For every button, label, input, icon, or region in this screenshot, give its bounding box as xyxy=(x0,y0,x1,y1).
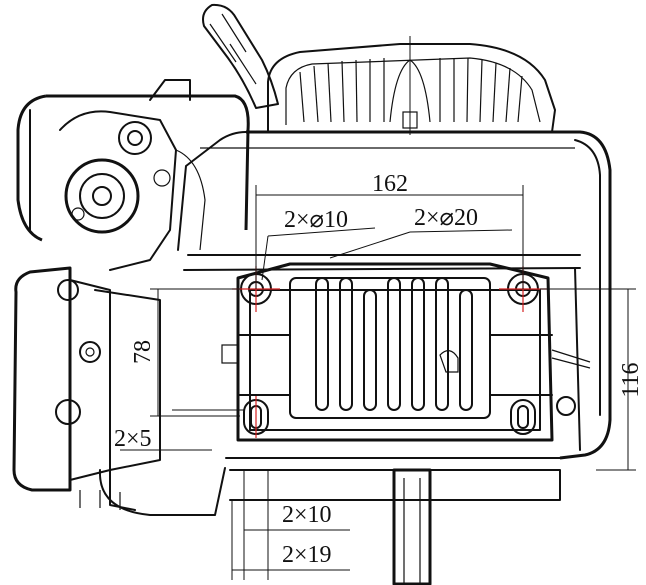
dimension-lines xyxy=(120,36,636,580)
carburettor-assembly xyxy=(16,79,250,271)
dim-slot-b-label: 2×19 xyxy=(282,542,332,568)
dim-78-label: 78 xyxy=(130,340,156,364)
dim-small-holes-label: 2×⌀10 xyxy=(284,207,348,233)
sump-fins xyxy=(315,277,473,411)
dim-large-holes-label: 2×⌀20 xyxy=(414,205,478,231)
mount-slot-bottom-right xyxy=(510,399,536,435)
crankshaft xyxy=(392,468,432,585)
engine-body xyxy=(98,130,612,516)
dim-116-label: 116 xyxy=(618,362,644,397)
recoil-starter xyxy=(267,43,556,133)
muffler xyxy=(12,266,161,511)
mount-slot-bottom-left xyxy=(243,396,269,438)
dim-slot-a-label: 2×10 xyxy=(282,502,332,528)
starter-handle xyxy=(202,3,279,109)
oil-sump xyxy=(221,262,591,442)
dim-slot-width-label: 2×5 xyxy=(114,426,152,452)
dim-162-label: 162 xyxy=(372,171,408,197)
